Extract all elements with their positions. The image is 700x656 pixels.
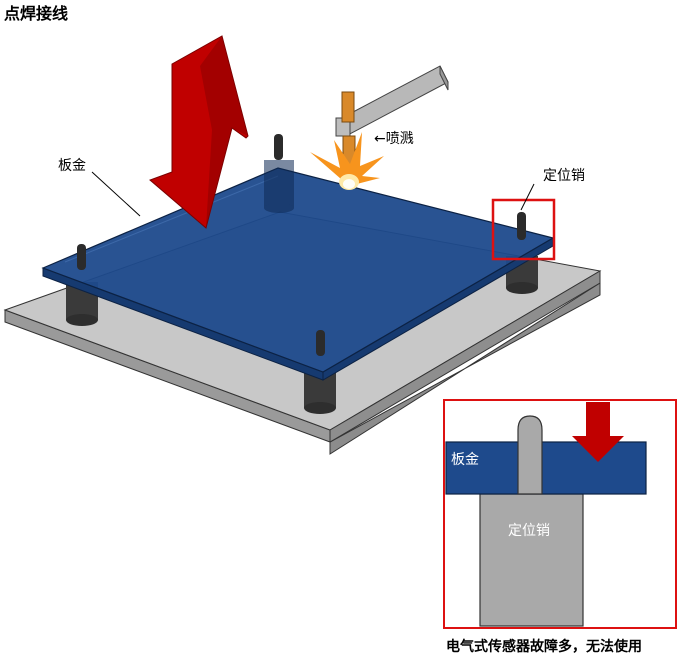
down-arrow-icon xyxy=(149,35,249,229)
detail-locating-pin-label: 定位销 xyxy=(508,523,550,539)
welding-torch xyxy=(335,65,449,175)
page-title: 点焊接线 xyxy=(4,4,68,23)
main-illustration xyxy=(3,35,602,455)
detail-caption: 电气式传感器故障多，无法使用 xyxy=(446,638,642,655)
sheet-metal-leader xyxy=(91,171,141,217)
detail-pin xyxy=(517,415,543,495)
pin-highlight-box xyxy=(491,198,556,261)
sheet-metal xyxy=(41,167,555,381)
pin-right xyxy=(517,212,526,240)
spatter-label: ←喷溅 xyxy=(374,131,414,147)
support-back xyxy=(264,160,294,213)
detail-pin-block xyxy=(479,493,584,627)
sheet-metal-label: 板金 xyxy=(58,158,86,174)
detail-down-arrow-icon xyxy=(572,402,624,462)
locating-pin-label: 定位销 xyxy=(543,168,585,184)
spark-icon xyxy=(310,132,384,190)
locating-pin-leader xyxy=(520,183,535,211)
pin-back xyxy=(274,134,283,160)
detail-sheet-metal-label: 板金 xyxy=(451,452,479,468)
detail-inset: 板金 定位销 xyxy=(443,399,677,629)
detail-sheet-metal xyxy=(445,441,647,495)
pin-front xyxy=(316,330,325,356)
pin-left xyxy=(77,244,86,270)
